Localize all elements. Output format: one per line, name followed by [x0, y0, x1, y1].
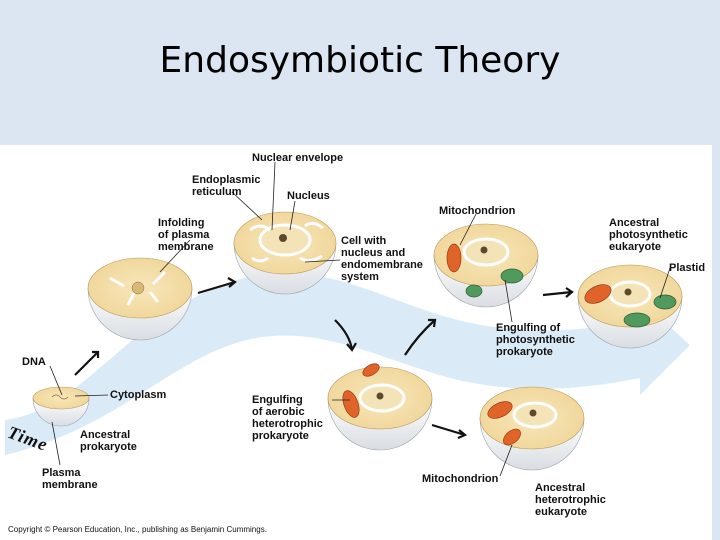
copyright-text: Copyright © Pearson Education, Inc., pub… — [8, 525, 267, 534]
label-mitochondrion-top: Mitochondrion — [439, 205, 516, 217]
engulfing-aerobic-cell — [327, 363, 433, 451]
label-infolding: Infolding of plasma membrane — [158, 217, 214, 253]
infolding-cell — [87, 257, 193, 341]
label-plastid: Plastid — [669, 262, 706, 274]
label-cell-with-nucleus: Cell with nucleus and endomembrane syste… — [341, 235, 423, 283]
label-nucleus: Nucleus — [287, 190, 330, 202]
label-engulfing-aerobic: Engulfing of aerobic heterotrophic proka… — [252, 394, 323, 442]
label-engulfing-photosynthetic: Engulfing of photosynthetic prokaryote — [496, 322, 575, 358]
label-ancestral-photosynthetic: Ancestral photosynthetic eukaryote — [609, 217, 688, 253]
label-cytoplasm: Cytoplasm — [110, 389, 167, 401]
nucleated-cell — [233, 211, 337, 295]
label-nuclear-envelope: Nuclear envelope — [252, 152, 344, 164]
cell-with-mitochondria — [433, 223, 539, 308]
label-mitochondrion-bottom: Mitochondrion — [422, 473, 499, 485]
label-dna: DNA — [22, 356, 46, 368]
page-title: Endosymbiotic Theory — [159, 40, 561, 81]
label-ancestral-heterotrophic: Ancestral heterotrophic eukaryote — [535, 482, 606, 518]
label-ancestral-prokaryote: Ancestral prokaryote — [80, 429, 137, 453]
ancestral-prokaryote-cell — [32, 386, 90, 427]
leader-lines — [49, 161, 671, 477]
label-endoplasmic-reticulum: Endoplasmic reticulum — [192, 174, 261, 198]
label-plasma-membrane: Plasma membrane — [42, 467, 98, 491]
photosynthetic-eukaryote-cell — [577, 264, 683, 349]
process-arrows — [74, 277, 574, 440]
heterotrophic-eukaryote-cell — [479, 386, 585, 471]
